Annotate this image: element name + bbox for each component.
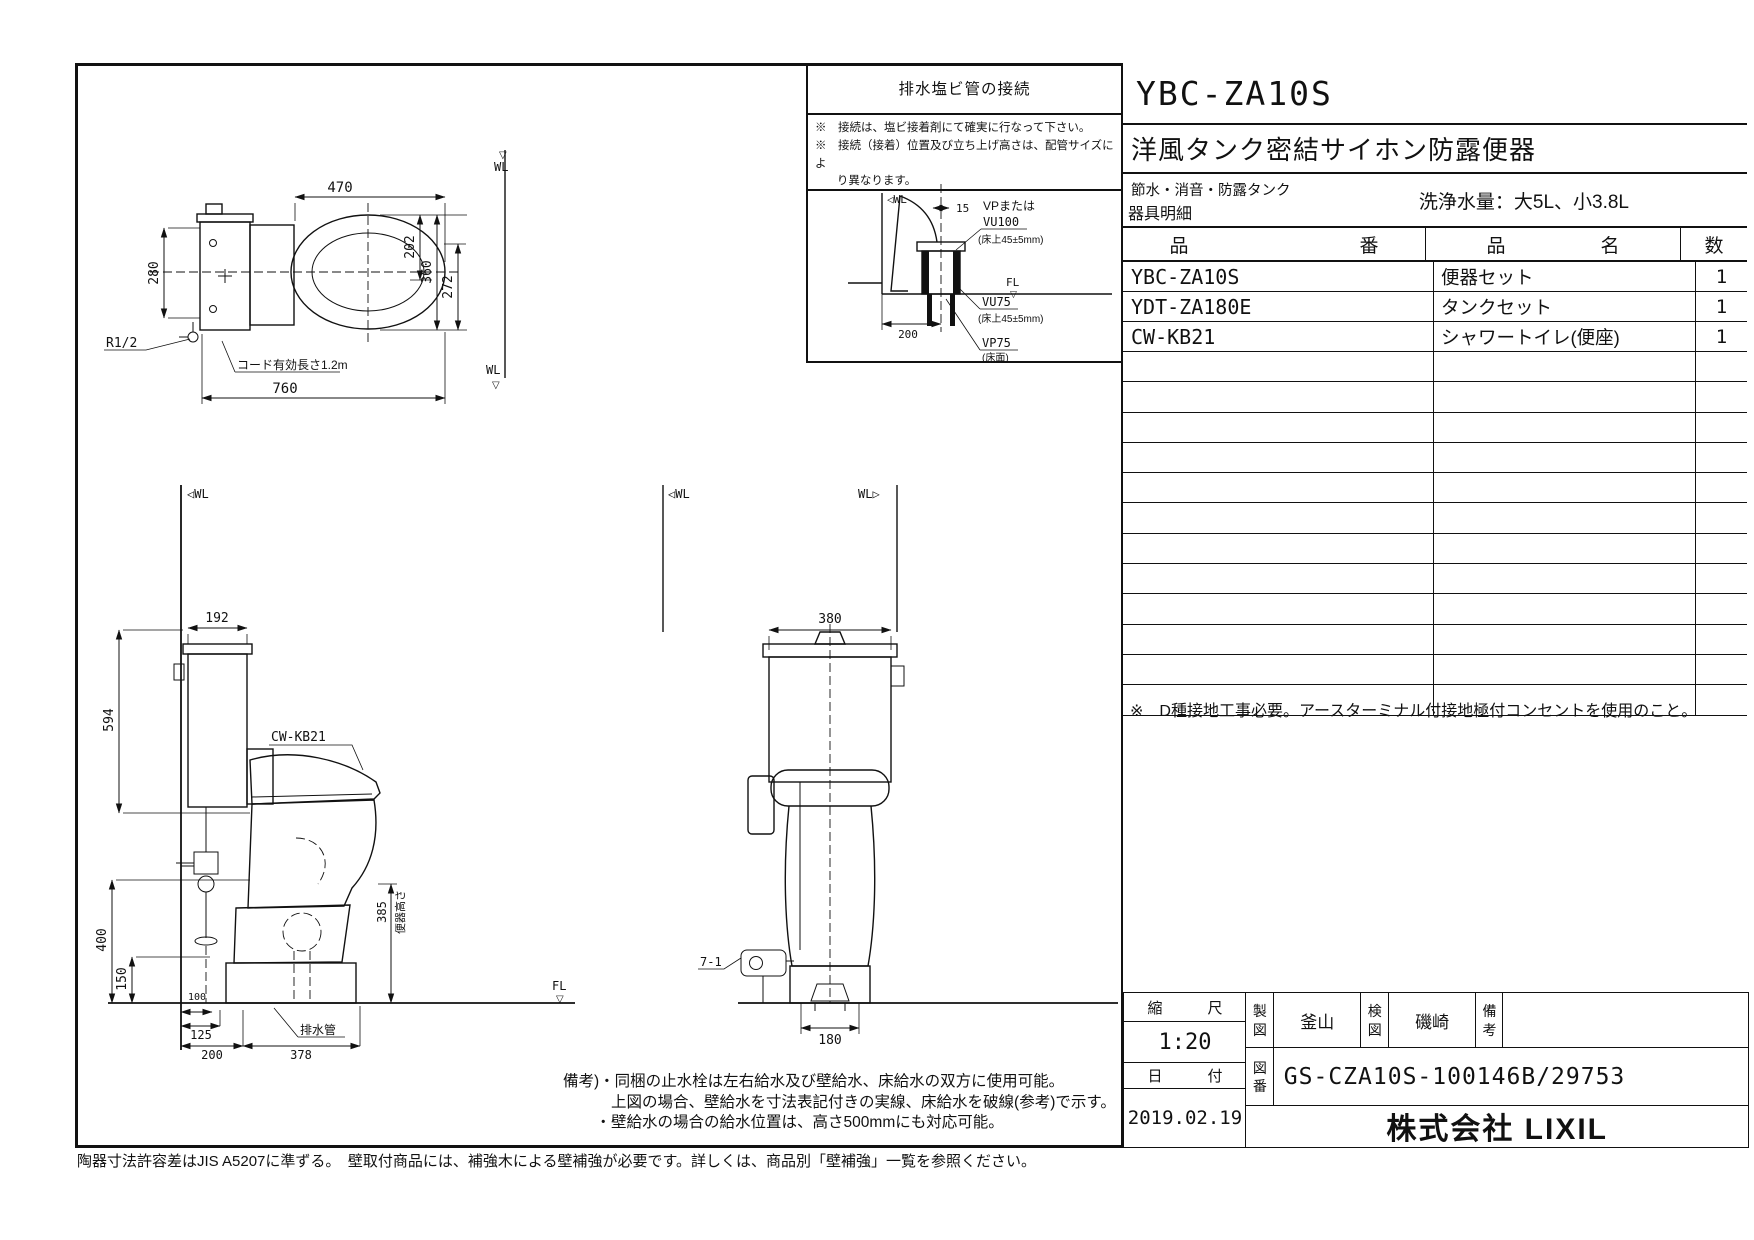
company-logo: 株式会社 LIXIL [1245,1104,1749,1148]
table-empty-row [1123,503,1747,534]
remark-line-2: 上図の場合、壁給水を寸法表記付きの実線、床給水を破線(参考)で示す。 [611,1093,1116,1111]
empty-cell [1123,533,1434,564]
empty-cell [1696,534,1747,563]
table-row: YBC-ZA10S 便器セット 1 [1123,262,1747,292]
empty-cell [1123,654,1434,685]
empty-cell [1434,624,1696,654]
pipe-note-3: り異なります。 [836,175,917,188]
pipe-box-notes: ※ 接続は、塩ビ接着剤にて確実に行なって下さい。 ※ 接続（接着）位置及び立ち上… [808,115,1121,191]
remarks-value [1502,992,1749,1049]
product-code: YBC-ZA10S [1123,63,1747,125]
part-no: YDT-ZA180E [1123,292,1434,321]
drawn-label: 製図 [1245,992,1275,1049]
date-value: 2019.02.19 [1123,1088,1247,1149]
table-empty-row [1123,685,1747,716]
table-empty-row [1123,442,1747,474]
title-panel: YBC-ZA10S 洋風タンク密結サイホン防露便器 節水・消音・防露タンク 器具… [1121,63,1749,1149]
remark-line-3: ・壁給水の場合の給水位置は、高さ500mmにも対応可能。 [595,1114,1004,1132]
product-name: 洋風タンク密結サイホン防露便器 [1123,125,1747,174]
table-empty-row [1123,654,1747,686]
part-name: シャワートイレ(便座) [1434,322,1696,351]
empty-cell [1696,443,1747,472]
empty-cell [1434,594,1696,624]
empty-cell [1123,382,1434,412]
empty-cell [1123,564,1434,594]
pipe-box-title: 排水塩ビ管の接続 [808,63,1121,115]
empty-cell [1696,382,1747,411]
empty-cell [1123,442,1434,473]
empty-cell [1434,564,1696,594]
table-empty-row [1123,564,1747,595]
empty-cell [1696,655,1747,684]
empty-cell [1123,624,1434,654]
part-name: 便器セット [1434,262,1696,291]
check-label: 検図 [1360,992,1390,1049]
drawing-no-label: 図番 [1245,1047,1275,1107]
empty-cell [1434,654,1696,685]
header-qty: 数 [1704,235,1724,257]
table-empty-row [1123,624,1747,655]
parts-table-header: 品 番 品 名 数 [1123,228,1747,262]
footer-note: 陶器寸法許容差はJIS A5207に準ずる。 壁取付商品には、補強木による壁補強… [77,1153,1036,1170]
empty-cell [1696,594,1747,623]
table-empty-row [1123,382,1747,413]
empty-cell [1434,412,1696,442]
table-empty-row [1123,594,1747,625]
empty-cell [1696,503,1747,532]
empty-cell [1696,352,1747,381]
part-qty: 1 [1715,265,1728,288]
empty-cell [1123,503,1434,533]
pipe-connection-box: 排水塩ビ管の接続 ※ 接続は、塩ビ接着剤にて確実に行なって下さい。 ※ 接続（接… [806,63,1121,363]
header-part-name: 品 名 [1426,228,1681,260]
feature-row: 節水・消音・防露タンク 器具明細 洗浄水量：大5L、小3.8L [1123,174,1747,228]
empty-cell [1434,442,1696,473]
fixture-detail-label: 器具明細 [1128,206,1193,223]
empty-cell [1123,473,1434,503]
empty-cell [1123,412,1434,442]
empty-cell [1434,352,1696,382]
part-name: タンクセット [1434,292,1696,321]
empty-cell [1434,533,1696,564]
drawing-no-value: GS-CZA10S-100146B/29753 [1272,1047,1749,1107]
feature-text: 節水・消音・防露タンク [1131,183,1291,199]
header-part-no: 品 番 [1123,228,1426,260]
bottom-remarks: 備考)・同梱の止水栓は左右給水及び壁給水、床給水の双方に使用可能。 上図の場合、… [563,1072,1116,1134]
date-label: 日 付 [1123,1061,1247,1090]
empty-cell [1123,594,1434,624]
part-qty: 1 [1715,295,1728,318]
pipe-note-1: ※ 接続は、塩ビ接着剤にて確実に行なって下さい。 [815,122,1091,134]
parts-table: 品 番 品 名 数 YBC-ZA10S 便器セット 1 YDT-ZA180E タ… [1123,228,1747,716]
part-no: YBC-ZA10S [1123,262,1434,291]
table-empty-row [1123,352,1747,383]
empty-cell [1434,503,1696,533]
scale-label: 縮 尺 [1123,992,1247,1023]
part-no: CW-KB21 [1123,322,1434,351]
empty-cell [1434,685,1696,715]
drawn-value: 釜山 [1272,992,1362,1049]
table-empty-row [1123,533,1747,565]
remarks-label: 備考 [1475,992,1504,1049]
empty-cell [1434,382,1696,412]
part-qty: 1 [1715,325,1728,348]
pipe-note-2: ※ 接続（接着）位置及び立ち上げ高さは、配管サイズによ [815,139,1114,170]
empty-cell [1696,473,1747,502]
empty-cell [1696,564,1747,593]
empty-cell [1696,625,1747,654]
scale-value: 1:20 [1123,1021,1247,1064]
check-value: 磯崎 [1387,992,1477,1049]
grounding-note: ※ D種接地工事必要。アースターミナル付接地極付コンセントを使用のこと。 [1130,703,1698,720]
table-row: YDT-ZA180E タンクセット 1 [1123,292,1747,322]
empty-cell [1696,413,1747,442]
empty-cell [1434,473,1696,503]
table-row: CW-KB21 シャワートイレ(便座) 1 [1123,322,1747,352]
remark-line-1: 備考)・同梱の止水栓は左右給水及び壁給水、床給水の双方に使用可能。 [563,1073,1065,1090]
flush-volume: 洗浄水量：大5L、小3.8L [1418,192,1629,213]
empty-cell [1123,352,1434,382]
table-empty-row [1123,412,1747,443]
table-empty-row [1123,473,1747,504]
empty-cell [1123,685,1434,715]
